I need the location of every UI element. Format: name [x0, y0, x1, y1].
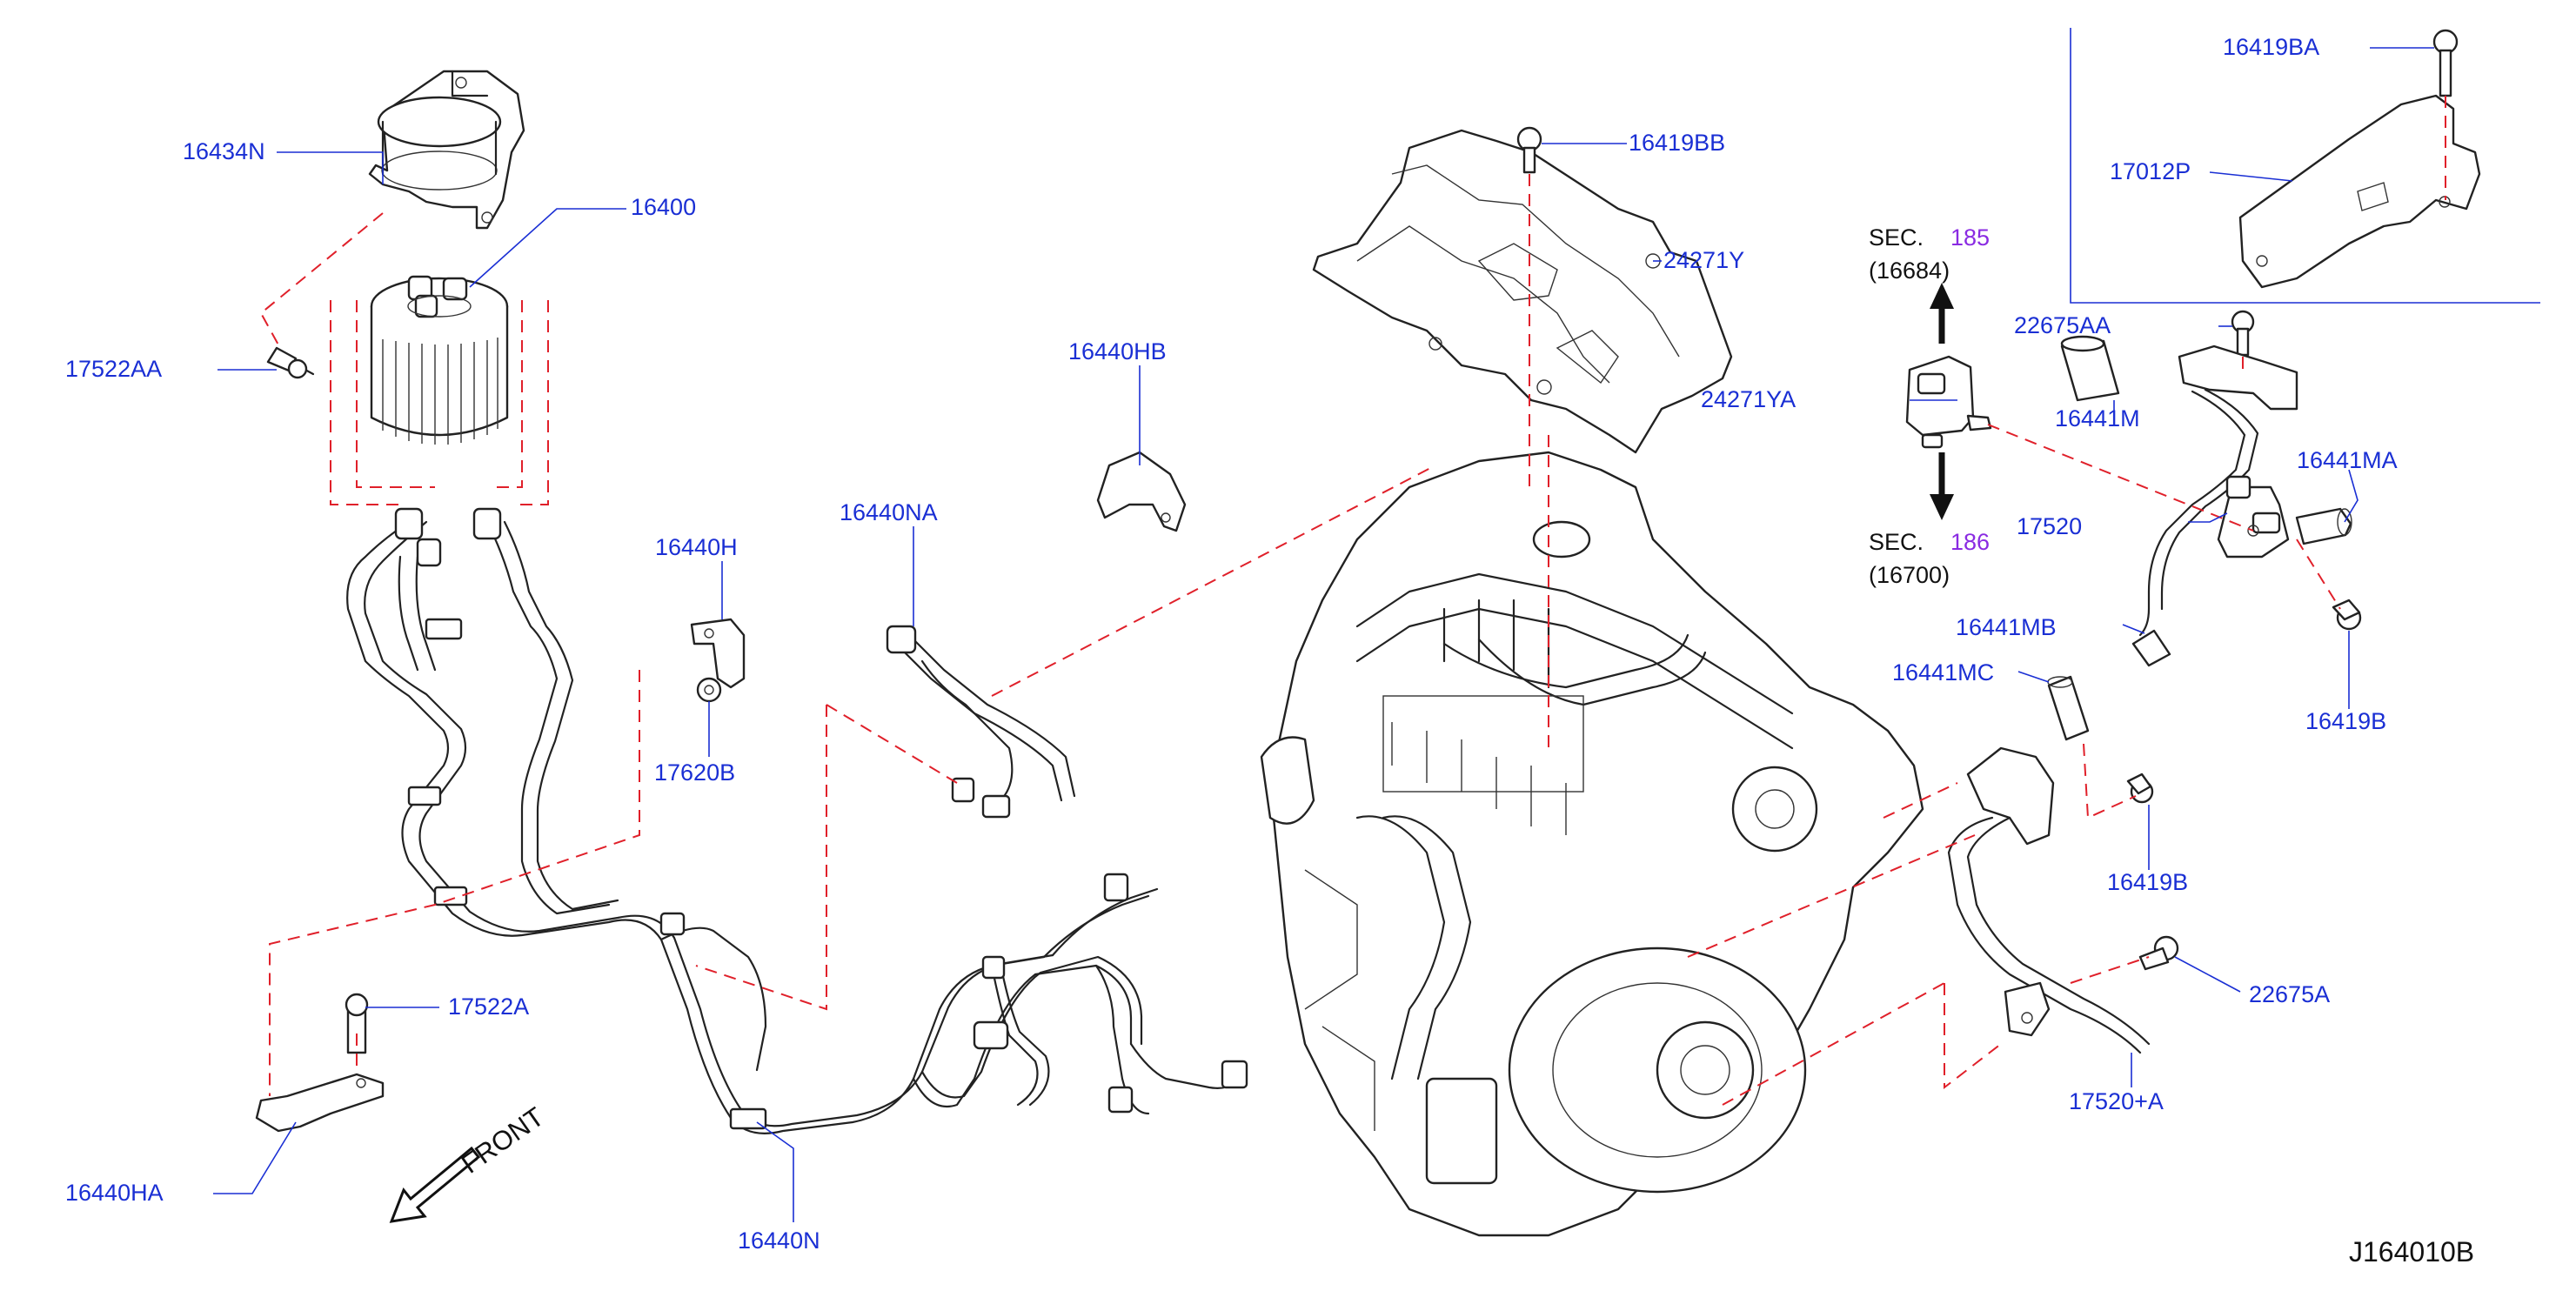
label-16419BB: 16419BB	[1629, 130, 1725, 156]
label-22675A: 22675A	[2249, 981, 2330, 1007]
label-24271YA: 24271YA	[1701, 386, 1796, 412]
label-16419B-lower: 16419B	[2107, 869, 2188, 895]
label-16434N: 16434N	[183, 138, 265, 164]
label-22675AA: 22675AA	[2014, 312, 2111, 338]
engine-block	[1260, 451, 1924, 1237]
bracket-16440HB	[1096, 451, 1187, 532]
label-17522AA: 17522AA	[65, 356, 162, 382]
fuel-tube-16440NA	[886, 625, 1076, 819]
bolt-16419BB	[1516, 126, 1542, 174]
bracket-16440HA	[255, 993, 385, 1133]
bolt-16419BA	[2432, 29, 2459, 97]
label-16441MC: 16441MC	[1892, 659, 1994, 686]
part-labels: 16434N 16400 17522AA 16440HB 16419BB 242…	[65, 34, 2398, 1254]
fuel-filter-16400	[370, 275, 509, 445]
label-16419BA: 16419BA	[2223, 34, 2319, 60]
label-17520: 17520	[2017, 513, 2082, 539]
label-16441MB: 16441MB	[1956, 614, 2057, 640]
engine-cover-24271Y	[1312, 129, 1733, 454]
sec-bottom-number: 186	[1950, 529, 1990, 555]
fuel-filter-bracket-16434N	[368, 70, 525, 230]
label-16440H: 16440H	[655, 534, 738, 560]
label-16441M: 16441M	[2055, 405, 2140, 431]
hose-16441M	[2060, 335, 2120, 402]
hose-16441MB	[2131, 629, 2171, 667]
leader-lines	[213, 47, 2434, 1222]
label-24271Y: 24271Y	[1663, 247, 1744, 273]
diagram-code: J164010B	[2349, 1236, 2474, 1268]
bracket-16440H	[690, 618, 746, 689]
bracket-17012P	[2238, 94, 2481, 289]
label-17520A: 17520+A	[2069, 1088, 2164, 1114]
fuel-valve-assembly	[1905, 355, 1992, 449]
label-17522A: 17522A	[448, 993, 529, 1020]
label-17620B: 17620B	[654, 759, 735, 786]
label-16400: 16400	[631, 194, 696, 220]
fuel-tube-17520A	[1947, 746, 2151, 1054]
bolt-16419B-lower	[2126, 773, 2154, 804]
sec-top-number: 185	[1950, 224, 1990, 251]
bolt-17522AA	[266, 346, 315, 379]
label-16440NA: 16440NA	[840, 499, 938, 525]
fuel-tube-17520	[2138, 344, 2298, 637]
hose-16441MA	[2295, 507, 2352, 545]
sec-bottom-part: (16700)	[1869, 562, 1950, 588]
bolt-22675A	[2138, 935, 2179, 971]
front-label: FRONT	[456, 1101, 550, 1180]
label-16440N: 16440N	[738, 1227, 820, 1254]
bolt-22675AA	[2231, 310, 2255, 357]
arrow-up-sec185	[1930, 283, 1954, 344]
label-16440HA: 16440HA	[65, 1180, 164, 1206]
assembly-guide-lines	[259, 96, 2446, 1106]
arrow-down-sec186	[1930, 452, 1954, 520]
label-16440HB: 16440HB	[1068, 338, 1167, 365]
bolt-16419B-upper	[2332, 599, 2362, 631]
front-direction-arrow: FRONT	[389, 1101, 550, 1223]
label-16419B-upper: 16419B	[2305, 708, 2386, 734]
nut-17620B	[696, 677, 722, 703]
hose-16441MC	[2047, 675, 2090, 741]
sec-bottom-label: SEC.	[1869, 529, 1924, 555]
fuel-tube-harness-16440N	[346, 507, 1248, 1134]
inset-frame	[2070, 28, 2540, 304]
label-16441MA: 16441MA	[2297, 447, 2398, 473]
sec-top-label: SEC.	[1869, 224, 1924, 251]
label-17012P: 17012P	[2110, 158, 2191, 184]
sec-top-part: (16684)	[1869, 258, 1950, 284]
section-references: SEC. 185 (16684) SEC. 186 (16700)	[1869, 224, 1990, 588]
